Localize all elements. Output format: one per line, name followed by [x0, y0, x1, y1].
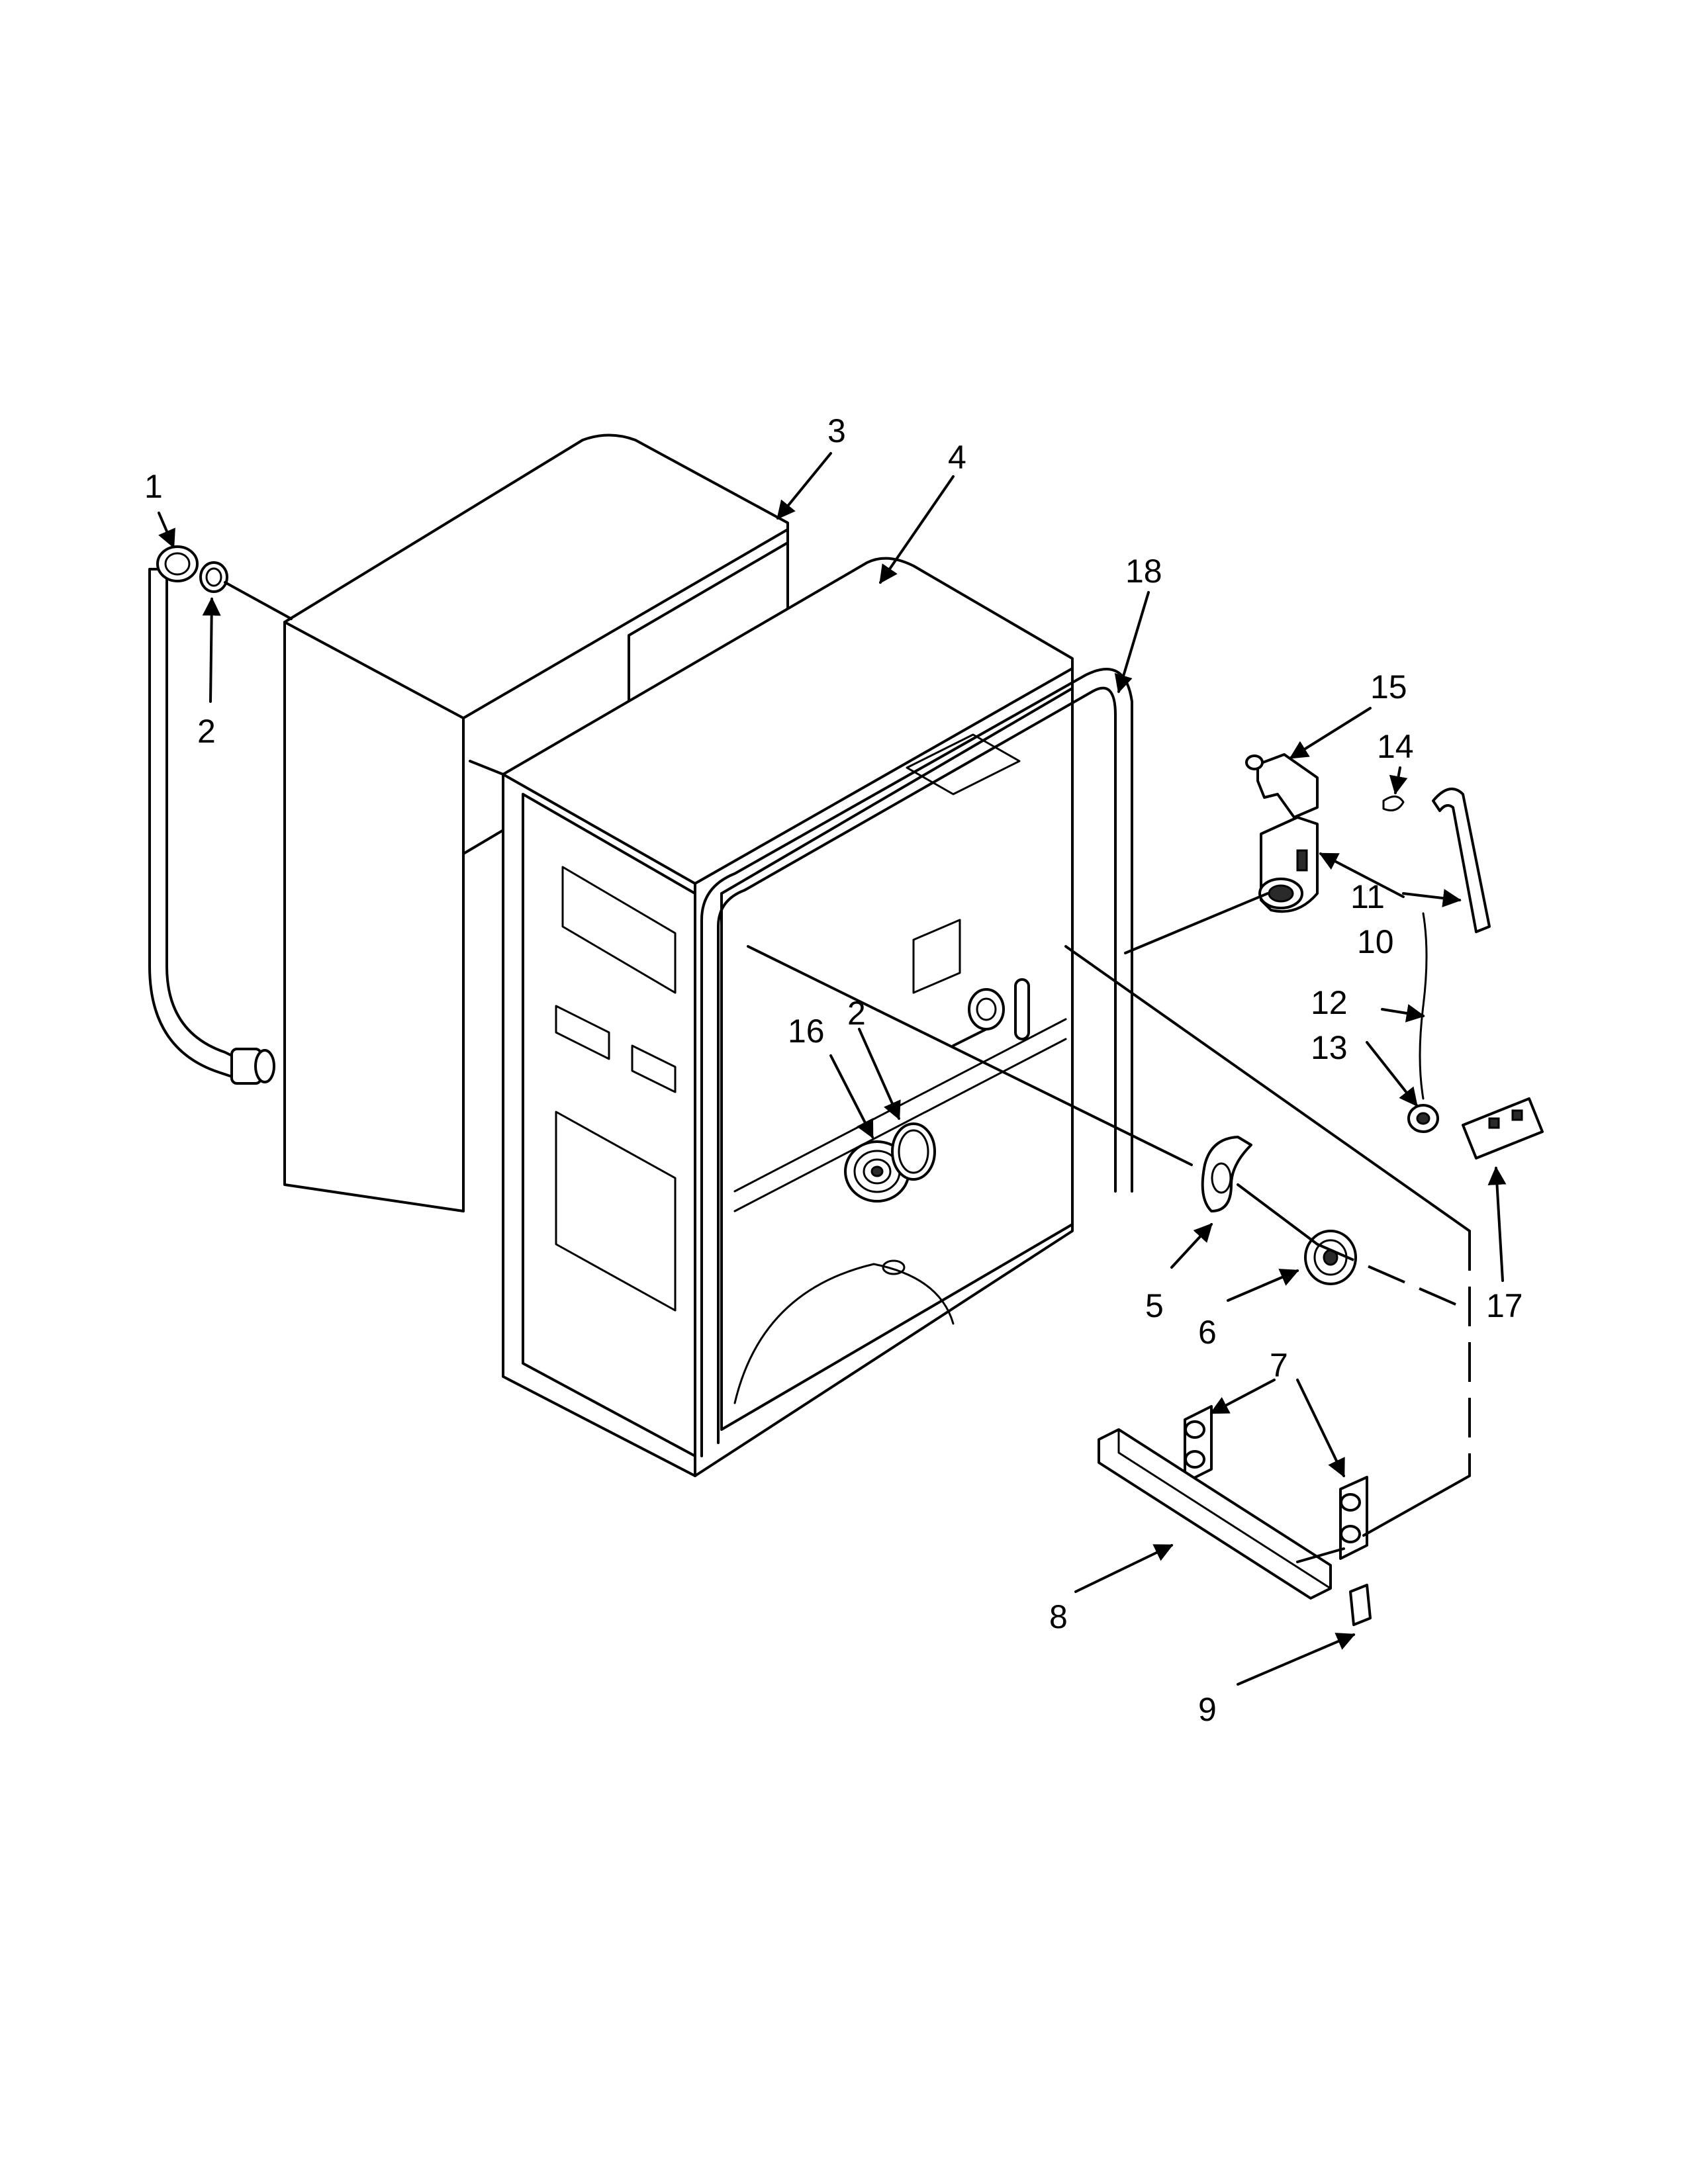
mount-ring-part-5 — [1201, 1136, 1252, 1212]
callout-5: 5 — [1145, 1287, 1164, 1324]
callout-7: 7 — [1270, 1347, 1288, 1384]
callout-3: 3 — [827, 412, 846, 449]
gasket-part-2-left — [199, 561, 228, 593]
callout-18: 18 — [1125, 553, 1162, 590]
callout-11: 11 — [1350, 878, 1385, 915]
rail-part-8 — [1098, 1428, 1332, 1600]
bracket-part-15 — [1245, 753, 1319, 819]
end-cap-part-9 — [1349, 1584, 1372, 1626]
callout-6: 6 — [1198, 1314, 1217, 1351]
drain-hose-part-1 — [148, 545, 275, 1085]
callout-arrows — [158, 452, 1507, 1686]
callout-16: 16 — [788, 1013, 825, 1050]
callout-2-left: 2 — [197, 713, 216, 750]
callout-10: 10 — [1357, 923, 1394, 960]
sensor-part-13 — [1407, 1104, 1439, 1133]
bracket-part-7-right — [1339, 1476, 1368, 1560]
callout-9: 9 — [1198, 1691, 1217, 1728]
callout-2-center: 2 — [847, 995, 866, 1032]
callout-15: 15 — [1370, 668, 1407, 705]
assembly-lines — [224, 581, 1471, 1563]
callout-13: 13 — [1311, 1029, 1348, 1066]
clip-part-14 — [1382, 796, 1405, 811]
callout-12: 12 — [1311, 984, 1348, 1021]
tub-part-4 — [502, 557, 1074, 1477]
callout-1: 1 — [144, 468, 163, 505]
callout-8: 8 — [1049, 1598, 1068, 1635]
gasket-part-2-center — [891, 1122, 936, 1181]
tub-port — [968, 988, 1005, 1030]
callout-labels: 1 2 3 4 18 15 14 11 10 12 13 17 16 2 5 6… — [144, 412, 1523, 1728]
wire-part-12 — [1419, 912, 1428, 1100]
callout-14: 14 — [1377, 728, 1414, 765]
callout-4: 4 — [948, 439, 966, 476]
bracket-part-7-left — [1184, 1405, 1213, 1484]
hinge-plate-part-17 — [1462, 1097, 1544, 1160]
callout-17: 17 — [1486, 1287, 1523, 1324]
hose-part-11 — [1432, 788, 1491, 933]
vent-part-10 — [1258, 816, 1319, 913]
